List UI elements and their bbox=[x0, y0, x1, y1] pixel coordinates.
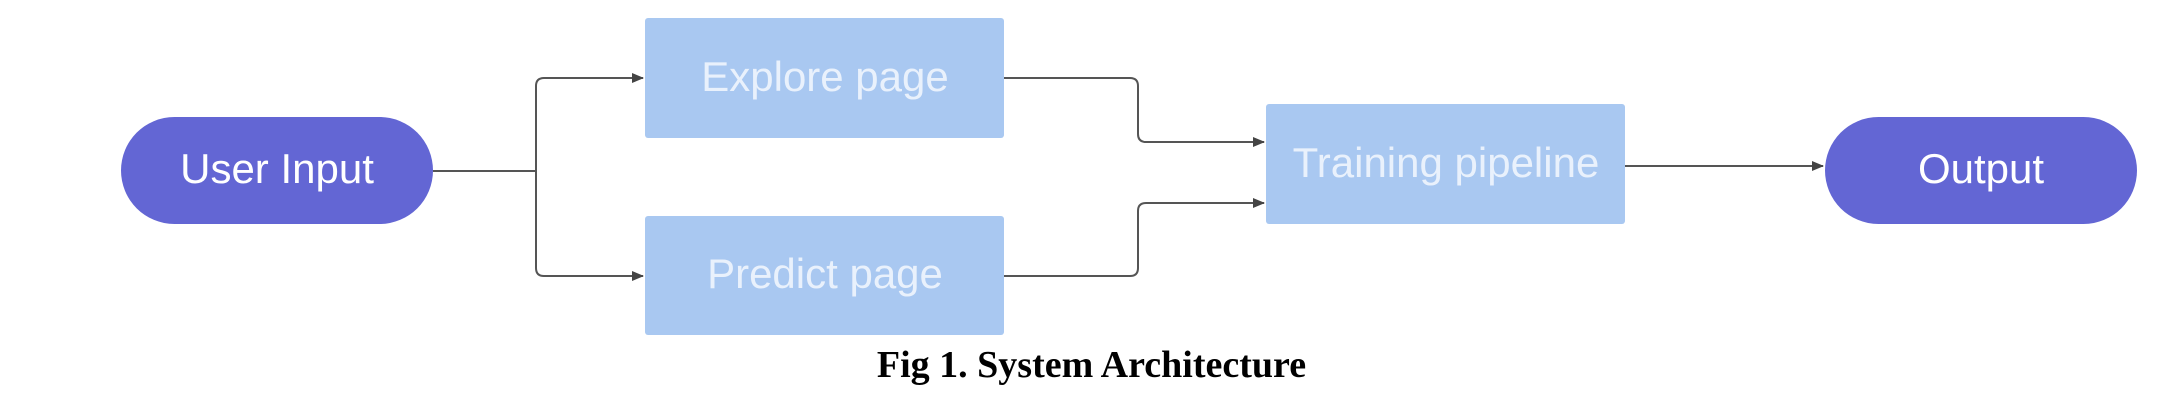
node-predict-page: Predict page bbox=[645, 216, 1004, 335]
node-output: Output bbox=[1825, 117, 2137, 224]
connector-input-to-predict bbox=[535, 171, 644, 281]
node-explore-page-shape bbox=[645, 18, 1004, 138]
node-user-input-shape bbox=[121, 117, 433, 224]
connectors bbox=[433, 73, 1824, 281]
node-explore-page-label: Explore page bbox=[701, 53, 949, 100]
node-training-pipeline-shape bbox=[1266, 104, 1625, 224]
connector-explore-to-training bbox=[1003, 77, 1265, 147]
node-predict-page-shape bbox=[645, 216, 1004, 335]
node-training-pipeline-label: Training pipeline bbox=[1293, 139, 1600, 186]
node-output-shape bbox=[1825, 117, 2137, 224]
connector-predict-to-training bbox=[1003, 198, 1265, 277]
figure-caption: Fig 1. System Architecture bbox=[876, 344, 1307, 386]
node-output-label: Output bbox=[1918, 145, 2044, 192]
node-user-input-label: User Input bbox=[180, 145, 374, 192]
connector-input-to-explore bbox=[433, 73, 644, 172]
node-training-pipeline: Training pipeline bbox=[1266, 104, 1625, 224]
node-explore-page: Explore page bbox=[645, 18, 1004, 138]
node-predict-page-label: Predict page bbox=[707, 250, 943, 297]
node-user-input: User Input bbox=[121, 117, 433, 224]
